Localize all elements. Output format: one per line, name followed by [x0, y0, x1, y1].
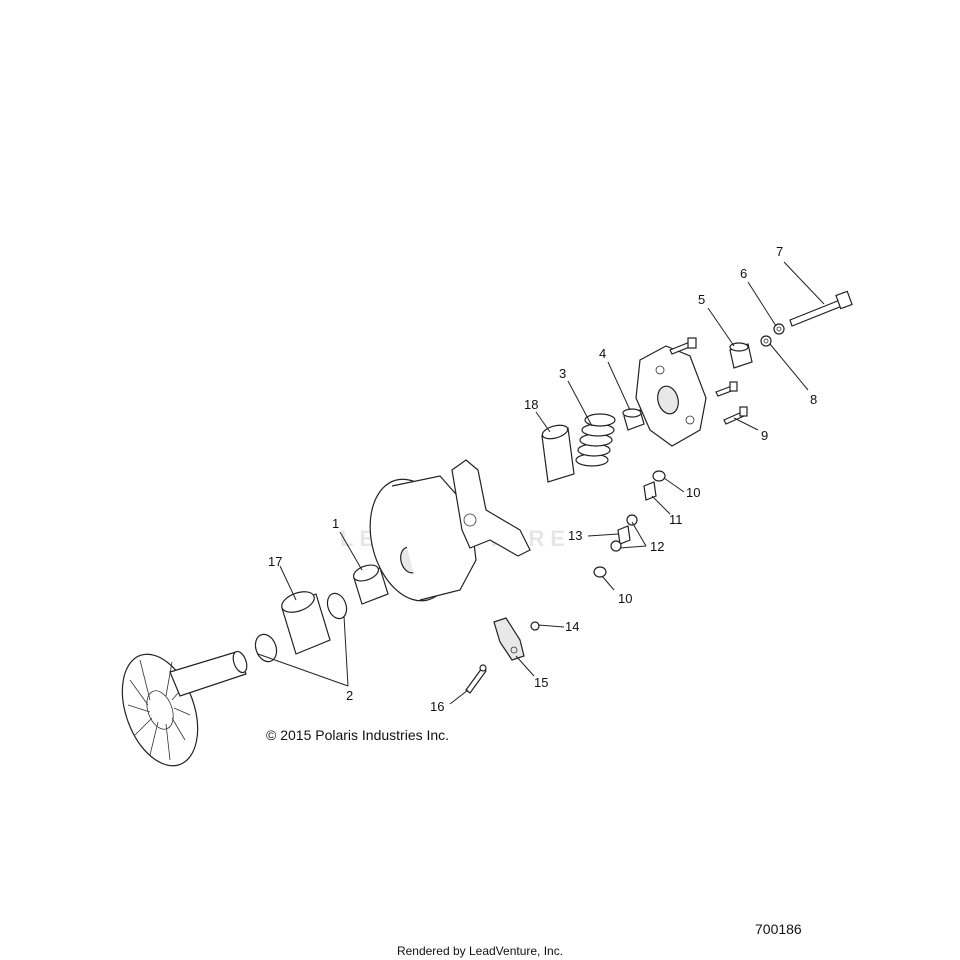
- callout-13: 13: [568, 528, 582, 543]
- callout-9: 9: [761, 428, 768, 443]
- cover-bushing-part: [622, 408, 645, 431]
- bushing-part: [352, 564, 389, 605]
- o-ring-part-left: [254, 633, 278, 663]
- roller-part-upper: [652, 470, 666, 482]
- washer-part-12-top: [626, 514, 638, 526]
- callout-14: 14: [565, 619, 579, 634]
- copyright-notice: © 2015 Polaris Industries Inc.: [266, 727, 450, 743]
- cover-bolt-part-top: [669, 337, 697, 355]
- cover-plate-part: [635, 345, 707, 447]
- callout-8: 8: [810, 392, 817, 407]
- callout-3: 3: [559, 366, 566, 381]
- cover-bolt-part-mid: [715, 381, 738, 397]
- cover-bolt-part-bottom: [723, 406, 748, 425]
- pin-part-11: [643, 481, 657, 501]
- pin-part-16: [465, 664, 487, 694]
- leader-lines: [257, 261, 825, 705]
- callout-15: 15: [534, 675, 548, 690]
- main-bolt-part: [789, 290, 853, 327]
- callout-1: 1: [332, 516, 339, 531]
- nut-part: [530, 621, 540, 631]
- callout-5: 5: [698, 292, 705, 307]
- spacer-part: [729, 342, 753, 369]
- callout-11: 11: [669, 512, 683, 527]
- rendered-by-credit: Rendered by LeadVenture, Inc.: [396, 944, 564, 958]
- callout-4: 4: [599, 346, 606, 361]
- callout-10-lower: 10: [618, 591, 632, 606]
- callout-2: 2: [346, 688, 353, 703]
- callout-18: 18: [524, 397, 538, 412]
- spider-sleeve-part: [541, 424, 575, 483]
- moveable-sheave-part: [369, 475, 477, 602]
- washer-part-8: [760, 335, 772, 347]
- callout-10-upper: 10: [686, 485, 700, 500]
- washer-part-12-bottom: [610, 540, 622, 552]
- roller-part-13: [617, 525, 631, 545]
- spider-part: [451, 459, 531, 557]
- callout-16: 16: [430, 699, 444, 714]
- roller-part-lower: [593, 566, 607, 578]
- fixed-sheave-part: [121, 650, 248, 767]
- callout-17: 17: [268, 554, 282, 569]
- callout-7: 7: [776, 244, 783, 259]
- callout-6: 6: [740, 266, 747, 281]
- callout-12: 12: [650, 539, 664, 554]
- washer-part-6: [773, 323, 785, 335]
- figure-number: 700186: [755, 921, 802, 937]
- sleeve-part: [281, 591, 331, 655]
- shift-weight-part: [493, 617, 525, 661]
- spring-part: [575, 413, 616, 467]
- o-ring-part-right: [326, 592, 348, 620]
